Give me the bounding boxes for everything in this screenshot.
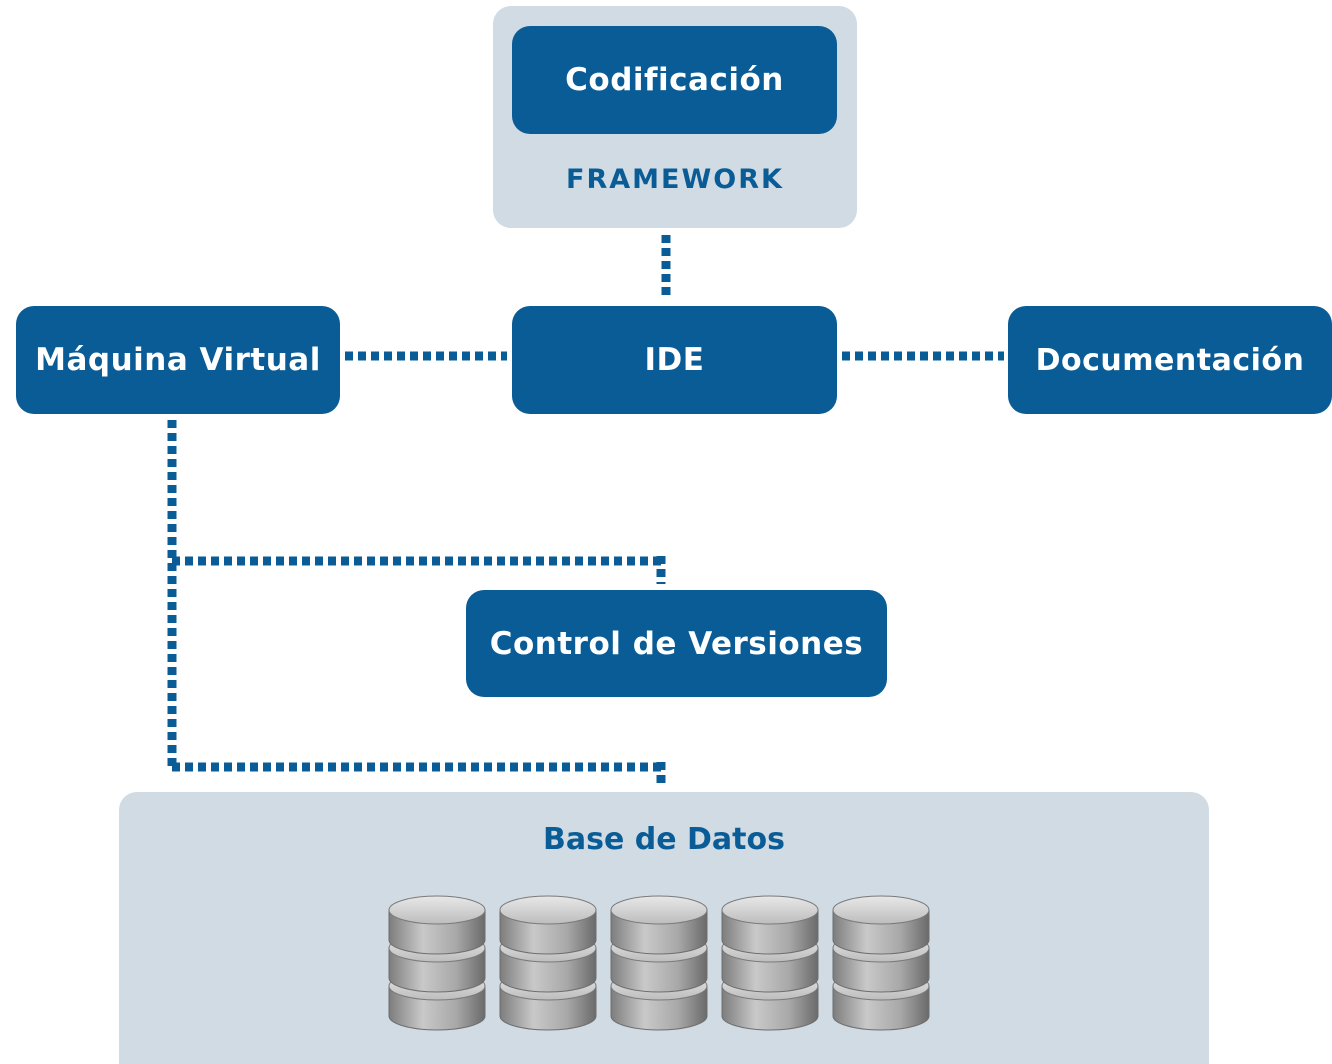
framework-label: FRAMEWORK bbox=[566, 164, 784, 195]
codificacion-label: Codificación bbox=[565, 62, 784, 98]
database-cylinder bbox=[832, 895, 930, 1031]
database-cylinder bbox=[388, 895, 486, 1031]
database-cylinder bbox=[610, 895, 708, 1031]
virtual-machine-box[interactable]: Máquina Virtual bbox=[16, 306, 340, 414]
documentation-box[interactable]: Documentación bbox=[1008, 306, 1332, 414]
documentation-label: Documentación bbox=[1035, 342, 1305, 378]
database-cylinders-svg bbox=[388, 895, 930, 1031]
virtual-machine-label: Máquina Virtual bbox=[35, 342, 321, 378]
codificacion-box[interactable]: Codificación bbox=[512, 26, 837, 134]
database-cylinder bbox=[721, 895, 819, 1031]
database-cylinder bbox=[499, 895, 597, 1031]
database-label: Base de Datos bbox=[543, 822, 785, 857]
version-control-box[interactable]: Control de Versiones bbox=[466, 590, 887, 697]
ide-box[interactable]: IDE bbox=[512, 306, 837, 414]
version-control-label: Control de Versiones bbox=[489, 625, 864, 662]
ide-label: IDE bbox=[644, 342, 705, 378]
database-cylinders bbox=[385, 892, 940, 1032]
